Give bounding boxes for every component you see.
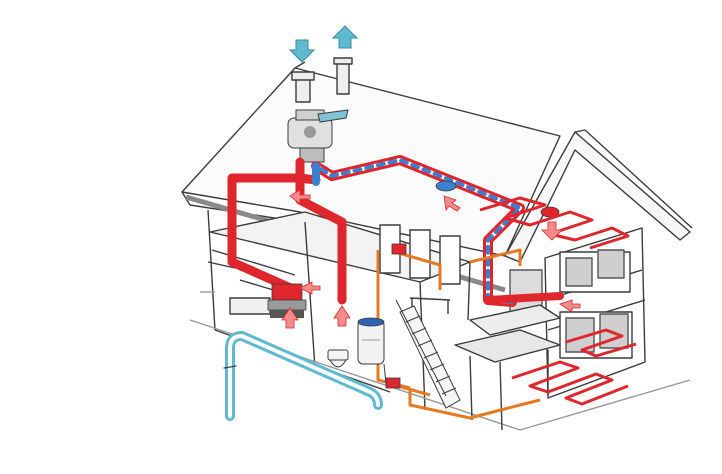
manifold — [385, 377, 401, 389]
airflow-arrow-icon — [333, 305, 351, 327]
airflow-arrow-icon — [281, 307, 299, 329]
airflow-arrow-icon — [541, 221, 563, 241]
airflow-arrow-icon — [443, 195, 461, 212]
manifold — [391, 243, 407, 255]
roof-vent-pipe — [336, 61, 350, 95]
water-heater-icon — [357, 317, 385, 365]
floor-heating-upper — [479, 196, 630, 250]
ventilation-unit-icon — [287, 109, 349, 163]
airflow-arrow-icon — [289, 189, 311, 205]
supply-duct-main — [227, 157, 305, 295]
upper-window — [559, 249, 631, 293]
ceiling-diffuser — [435, 180, 457, 192]
toilet-icon — [327, 349, 349, 368]
airflow-arrow-icon — [299, 281, 321, 295]
balcony — [469, 304, 561, 336]
porch-roof — [454, 329, 561, 363]
exhaust-arrow-icon — [331, 25, 359, 49]
intake-arrow-icon — [288, 39, 316, 63]
supply-duct-ground — [295, 173, 347, 305]
floor-heating-middle — [565, 328, 637, 358]
staircase-icon — [395, 299, 461, 409]
interior-door — [409, 229, 431, 279]
airflow-arrow-icon — [559, 299, 581, 313]
fresh-air-intake-pipe — [223, 331, 383, 421]
interior-door — [439, 235, 461, 285]
floor-heating-lower — [511, 360, 629, 406]
extract-duct — [311, 155, 564, 307]
